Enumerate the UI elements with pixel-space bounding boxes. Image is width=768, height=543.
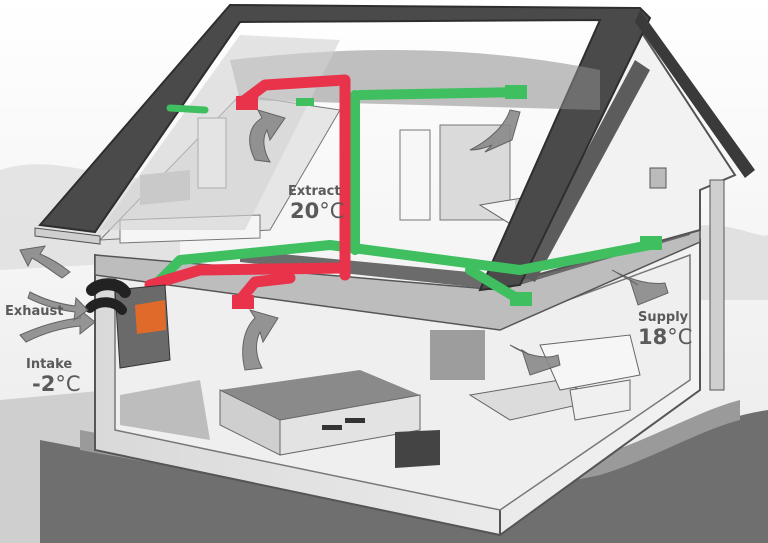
supply-diffuser-living [640, 236, 662, 250]
intake-temperature-unit: °C [55, 372, 81, 396]
bar-stool-2 [345, 418, 365, 423]
bar-stool-1 [322, 425, 342, 430]
intake-temperature-value: -2 [32, 372, 56, 396]
kitchen-counter-top [220, 370, 420, 420]
airflow-arrow-icon [249, 109, 286, 163]
vent-grille [649, 167, 667, 189]
ground-gravel [40, 410, 768, 543]
ottoman [569, 379, 631, 421]
supply-diffuser-bedroom [505, 85, 527, 99]
supply-duct-floor [145, 240, 655, 295]
supply-diffuser-lounge [510, 292, 532, 306]
extract-grille-kitchen [232, 295, 254, 309]
extract-grille-bathroom [236, 96, 258, 110]
airflow-arrow-icon [509, 344, 561, 376]
airflow-arrow-icon [27, 291, 89, 322]
upper-floor-surface [240, 225, 690, 290]
airflow-arrows [19, 109, 669, 376]
mvhr-unit-icon [85, 278, 171, 369]
tiled-floor [120, 380, 210, 440]
airflow-arrow-icon [19, 245, 71, 279]
sofa [539, 334, 641, 391]
airflow-arrow-icon [611, 269, 669, 306]
tv-cabinet [395, 430, 440, 468]
door [399, 129, 431, 221]
supply-duct-bath [166, 104, 209, 114]
extract-duct-riser [239, 74, 351, 281]
roof-ridge-edge [635, 10, 755, 178]
extract-duct-floor [144, 262, 351, 291]
extract-duct-kitchen [234, 272, 296, 306]
supply-duct-attic [355, 87, 525, 100]
kitchen-counter-side [279, 394, 421, 456]
intake-temperature: -2°C [32, 374, 81, 395]
downpipe [709, 179, 725, 391]
airflow-arrow-icon [469, 109, 521, 153]
shelving [430, 330, 485, 380]
supply-diffuser-hall [296, 98, 314, 106]
supply-temperature-value: 18 [638, 325, 668, 349]
extract-temperature: 20°C [290, 201, 344, 222]
gable-edge-shadow [520, 60, 650, 282]
gutter-left [34, 227, 101, 245]
extract-ducts [144, 74, 351, 306]
extract-temperature-unit: °C [319, 199, 345, 223]
airflow-arrow-icon [19, 308, 96, 343]
exhaust-label: Exhaust [5, 304, 64, 319]
supply-label: Supply [638, 310, 689, 325]
extract-temperature-value: 20 [290, 199, 320, 223]
supply-temperature-unit: °C [667, 325, 693, 349]
intake-label: Intake [26, 357, 73, 372]
airflow-arrow-icon [242, 309, 279, 371]
extract-label: Extract [288, 184, 341, 199]
supply-temperature: 18°C [638, 327, 692, 348]
